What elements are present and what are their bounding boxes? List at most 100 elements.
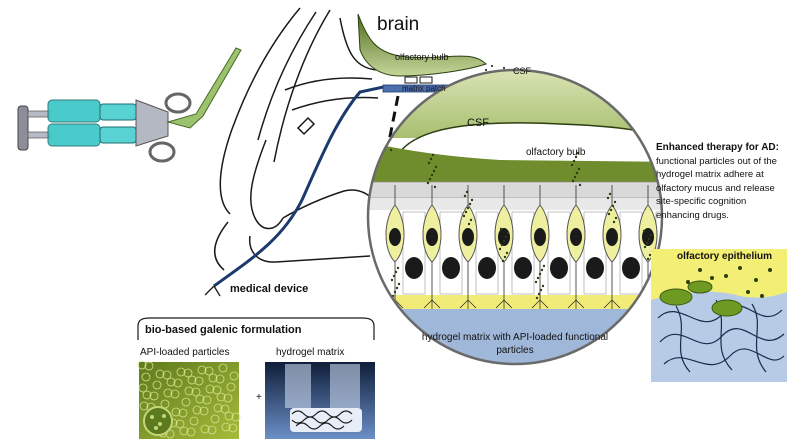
supporting-cell [476,212,498,294]
drug-particle [538,293,540,295]
supporting-cell [512,212,534,294]
drug-particle [499,248,501,250]
drug-particle [398,283,400,285]
drug-particle [434,186,436,188]
neuron-nucleus [389,228,401,246]
drug-particle [464,195,466,197]
drug-particle [505,236,507,238]
drug-particle [612,205,614,207]
drug-particle [573,160,575,162]
drug-particle [608,213,610,215]
drug-particle [507,232,509,234]
enhanced-therapy-title: Enhanced therapy for AD: [656,141,787,155]
drug-particle [571,164,573,166]
drug-particle [467,207,469,209]
drug-particle [463,215,465,217]
magnified-circle [360,70,680,369]
supporting-cell-nucleus [622,257,640,279]
hydrogel-image [265,362,375,439]
drug-particle [391,279,393,281]
neuron-nucleus [426,228,438,246]
drug-particle [395,271,397,273]
drug-particle [471,199,473,201]
drug-particle [650,234,652,236]
drug-particle [576,172,578,174]
drug-particle [506,252,508,254]
neuron-nucleus [570,228,582,246]
drug-particle [429,178,431,180]
supporting-cell-nucleus [478,257,496,279]
label-csf-top: CSF [513,66,531,76]
drug-particle [647,258,649,260]
drug-particle [394,291,396,293]
supporting-cell-nucleus [550,257,568,279]
drug-particle [397,267,399,269]
drug-particle [502,260,504,262]
drug-particle [607,197,609,199]
syringe-illustration [18,48,241,161]
drug-particle [469,203,471,205]
supporting-cell-nucleus [586,257,604,279]
supporting-cell [548,212,570,294]
drug-particle [615,217,617,219]
drug-particle [504,256,506,258]
drug-particle [393,275,395,277]
supporting-cell-nucleus [514,257,532,279]
label-medical-device: medical device [230,283,308,295]
drug-particle [644,246,646,248]
drug-particle [501,244,503,246]
drug-particle [649,254,651,256]
neuron-nucleus [498,228,510,246]
drug-particle [432,154,434,156]
api-particles-image [138,361,240,439]
label-hydrogel-matrix: hydrogel matrix [276,347,344,358]
drug-particle [648,238,650,240]
drug-particle [540,289,542,291]
label-matrix-patch: matrix patch [402,84,446,93]
drug-particle [537,277,539,279]
supporting-cell-nucleus [442,257,460,279]
drug-particle [609,193,611,195]
neuron-nucleus [606,228,618,246]
drug-particle [503,240,505,242]
label-brain: brain [377,14,419,36]
drug-particle [614,201,616,203]
supporting-cell [620,212,642,294]
drug-particle [539,273,541,275]
drug-particle [572,180,574,182]
drug-particle [468,223,470,225]
drug-particle [542,285,544,287]
epithelium-inset [651,249,787,382]
drug-particle [610,209,612,211]
drug-particle [466,191,468,193]
label-olfactory-bulb-top: olfactory bulb [395,52,449,62]
neuron-nucleus [534,228,546,246]
drug-particle [396,287,398,289]
drug-particle [643,230,645,232]
drug-particle [536,297,538,299]
drug-particle [500,228,502,230]
drug-particle [435,166,437,168]
label-bio-based-formulation: bio-based galenic formulation [145,324,301,336]
label-csf-circle: CSF [467,117,489,129]
drug-particle [543,265,545,267]
drug-particle [574,176,576,178]
drug-particle [613,221,615,223]
drug-particle [646,242,648,244]
supporting-cell [440,212,462,294]
enhanced-therapy-text: Enhanced therapy for AD: functional part… [656,141,787,222]
drug-particle [431,174,433,176]
drug-particle [470,219,472,221]
drug-particle [427,182,429,184]
label-olfactory-bulb-circle: olfactory bulb [526,147,585,158]
label-plus: + [256,392,262,403]
drug-particle [578,168,580,170]
neuron-nucleus [462,228,474,246]
drug-particle [433,170,435,172]
drug-particle [390,149,392,151]
label-olfactory-epithelium: olfactory epithelium [677,251,772,262]
enhanced-therapy-body: functional particles out of the hydrogel… [656,156,777,221]
label-hydrogel-caption: hydrogel matrix with API-loaded function… [420,331,610,357]
drug-particle [579,184,581,186]
drug-particle [428,162,430,164]
